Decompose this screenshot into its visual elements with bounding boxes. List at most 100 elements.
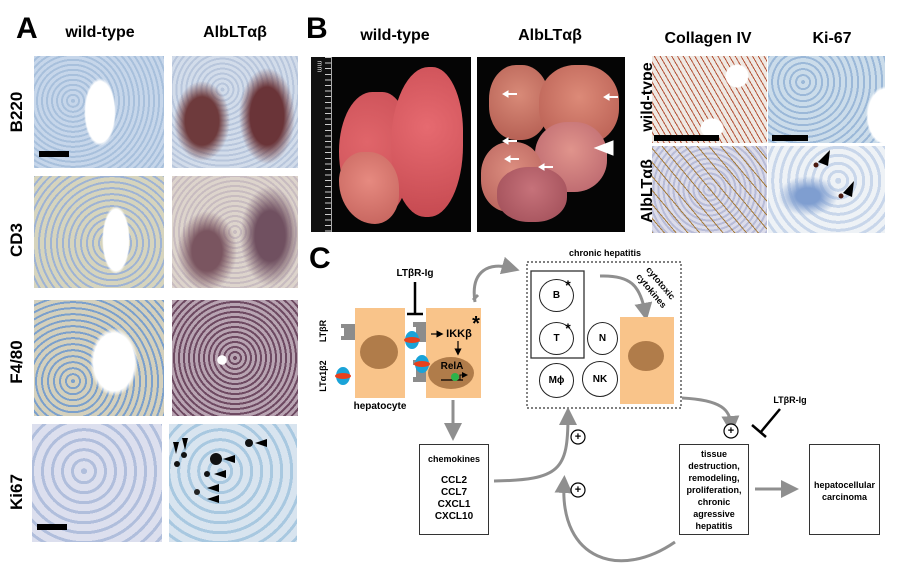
liver-photo-wildtype: mm [311,57,471,232]
inhibitor-bar [751,424,767,438]
micrograph-b220-wildtype [34,56,164,168]
hcc-line: hepatocellular [813,480,876,490]
macrophage: Mϕ [539,363,574,398]
t-cell-asterisk: * [565,320,571,336]
neutrophil: N [587,322,618,355]
neutrophil-label: N [598,333,607,344]
panel-a-letter: A [16,12,38,45]
lt-ligand [335,367,351,385]
liver-arrows [502,90,618,171]
chemokines-box: chemokines CCL2 CCL7 CXCL1 CXCL10 [419,444,489,535]
transcription-arrow-icon [459,372,468,380]
damage-arrow-icon [681,396,740,434]
panel-b-letter: B [306,12,328,45]
tissue-line: hepatitis [695,521,733,531]
chemokine-item: CCL7 [440,487,468,498]
plus-circle-icon [570,429,586,445]
scale-bar [772,135,808,141]
tumor-nodule [497,167,567,222]
micrograph-f480-wildtype [34,300,164,416]
nucleus [428,357,474,389]
ki67-positive-nucleus [838,193,844,199]
ki67-positive-nucleus [204,471,210,477]
panel-b-col-ki67: Ki-67 [812,30,852,47]
hcc-box: hepatocellular carcinoma [809,444,880,535]
hepatocyte-label: hepatocyte [353,401,407,412]
arrowhead-icon [214,470,226,478]
lt-ligand [404,331,420,349]
receptor-label: LTβR [318,319,328,343]
tissue-line: proliferation, [686,485,742,495]
tissue-line: remodeling, [688,473,740,483]
chemokine-item: CXCL1 [437,499,471,510]
chemokine-item: CXCL10 [434,511,474,522]
micrograph-ki67-wildtype [32,424,162,542]
ltbr-receptor [341,324,355,340]
ikk-label: IKKβ [446,328,472,340]
feedback-arrow-icon [472,256,520,303]
micrograph-ki67-albltab-b [768,146,885,233]
ki67-positive-nucleus [813,162,819,168]
lt-ligand [414,355,430,373]
tissue-destruction-box: tissue destruction, remodeling, prolifer… [679,444,749,535]
white-arrow-icon [502,90,509,98]
panel-b-col-albltab: AlbLTαβ [518,27,582,44]
panel-c-letter: C [309,242,331,275]
feedback-loop-arrow-icon [554,475,676,563]
chemokine-item: CCL2 [440,475,468,486]
plus-sign: + [574,484,582,496]
arrowhead-icon [223,455,235,463]
tissue-line: chronic [697,497,731,507]
white-arrowhead-icon [593,140,614,156]
liver-photo-albltab [477,57,625,232]
scale-bar [37,524,67,530]
plus-sign: + [574,431,582,443]
cytotoxic-arrow-icon [599,274,653,321]
liver-lobe [391,67,463,217]
recruitment-arrow-icon [493,407,577,483]
nucleus [628,341,664,371]
panel-b-col-wildtype: wild-type [360,27,430,44]
arrowhead-icon [207,495,219,503]
macrophage-label: Mϕ [548,375,565,386]
tissue-line: tissue [700,449,727,459]
micrograph-collagen-wildtype [652,56,767,143]
arrowhead-icon [173,442,179,454]
panel-a-col-wildtype: wild-type [65,24,135,41]
ki67-arrowheads [173,438,267,503]
ki67-positive-nucleus [181,452,187,458]
panel-a-col-albltab: AlbLTαβ [203,24,267,41]
inhibitor-label-top: LTβR-Ig [396,268,434,279]
b-cell-label: B [552,290,561,301]
micrograph-ki67-albltab [169,424,297,542]
lymphocyte-box [530,270,585,359]
scale-bar [39,151,69,157]
feedback-arrow-icon [471,293,480,302]
micrograph-collagen-albltab [652,146,767,233]
white-arrow-icon [502,137,509,145]
plus-circle-icon [723,423,739,439]
nk-cell: NK [582,361,618,397]
panel-b-col-collagen: Collagen IV [664,30,752,47]
micrograph-cd3-wildtype [34,176,164,288]
arrowhead-icon [182,438,188,450]
micrograph-ki67-wildtype-b [768,56,885,143]
t-cell: T [539,322,574,355]
micrograph-f480-albltab [172,300,298,416]
chronic-hepatitis-label: chronic hepatitis [568,248,641,258]
white-arrow-icon [504,155,511,163]
tissue-line: destruction, [688,461,740,471]
tissue-line: agressive [693,509,735,519]
ki67-arrowheads [813,150,854,199]
micrograph-cd3-albltab [172,176,298,288]
plus-circle-icon [570,482,586,498]
arrowhead-icon [818,150,830,166]
t-cell-label: T [553,333,560,344]
inhibitor-bar [759,408,781,434]
ruler: mm [311,57,332,232]
arrowhead-icon [207,484,219,492]
ikk-asterisk: * [472,313,480,335]
chemokines-title: chemokines [427,454,481,464]
ligand-label: LTα1β2 [318,360,328,392]
